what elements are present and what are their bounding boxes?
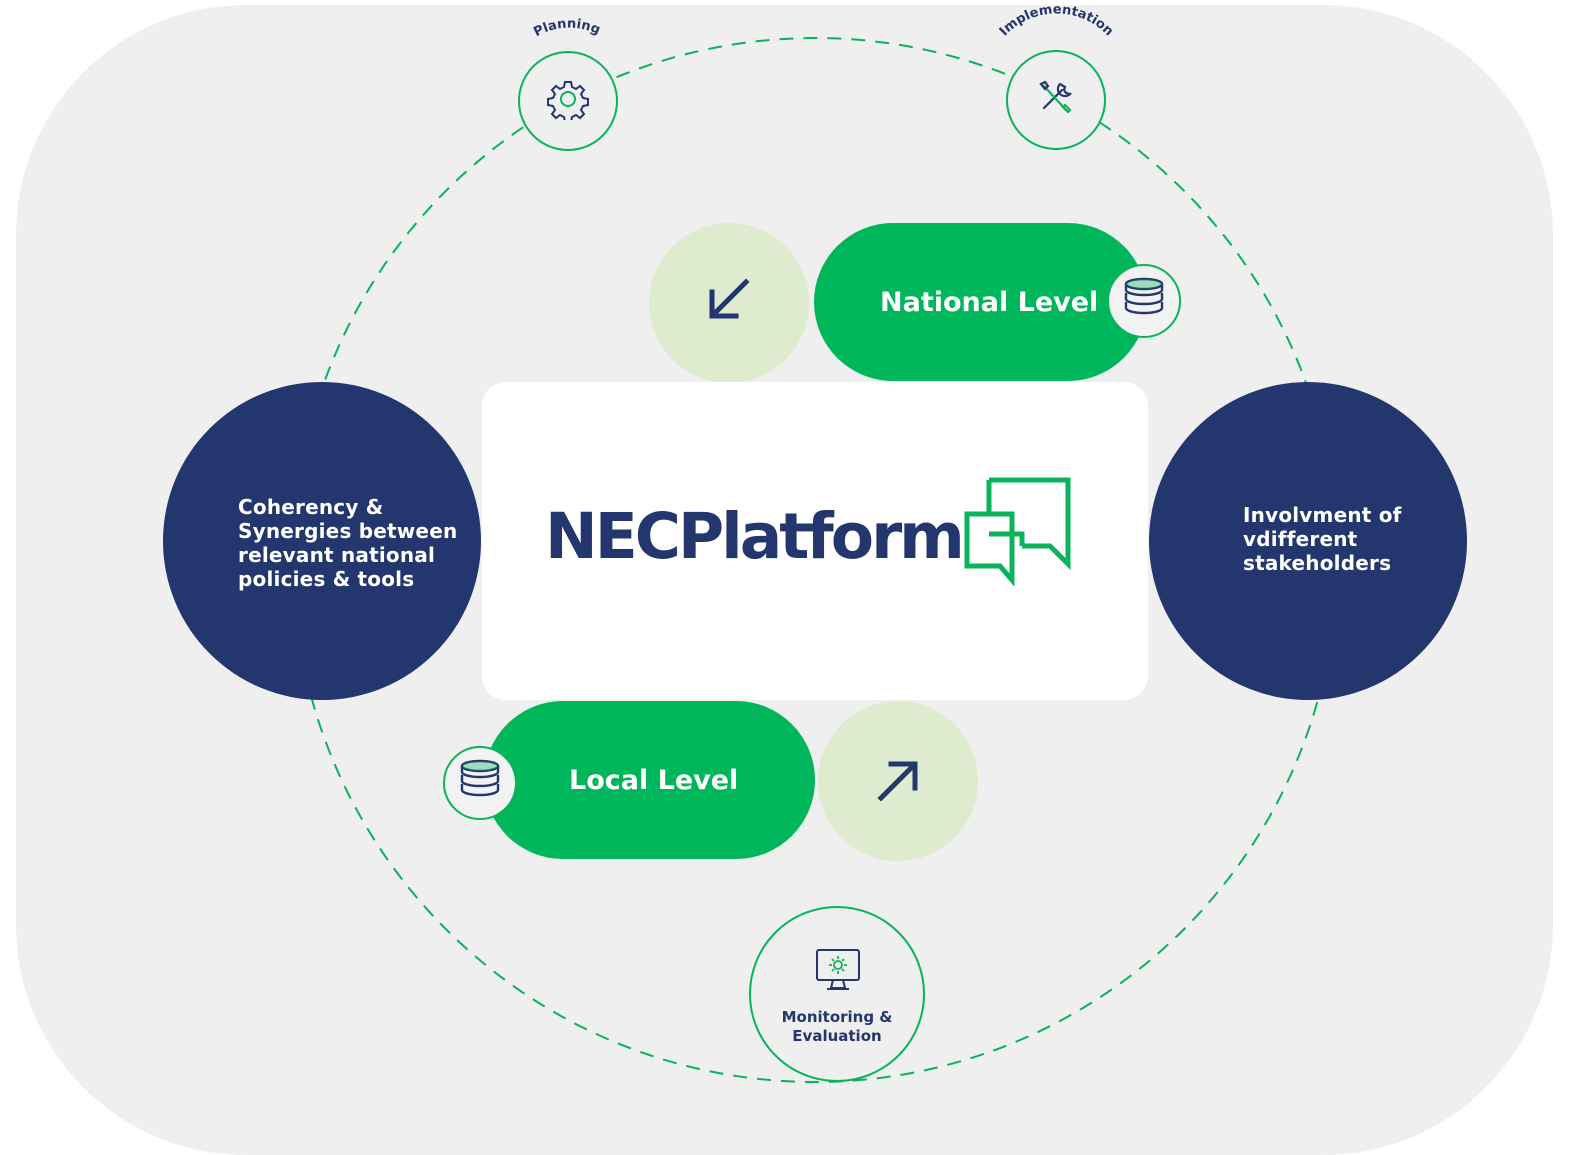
local-level-pill: Local Level <box>484 701 815 859</box>
chat-bubbles-logo-icon <box>962 476 1074 590</box>
national-database-badge <box>1107 264 1181 338</box>
platform-logo-card <box>482 382 1148 700</box>
coherency-synergies-circle: Coherency & Synergies between relevant n… <box>163 382 481 700</box>
national-arrow-circle <box>649 223 809 383</box>
implementation-label: Implementation <box>997 2 1116 39</box>
gear-icon <box>547 78 589 124</box>
monitoring-label-line-1: Monitoring & <box>781 1008 893 1026</box>
stakeholders-circle: Involvment of vdifferent stakeholders <box>1149 382 1467 700</box>
coherency-line-1: Coherency & <box>238 495 384 519</box>
local-arrow-circle <box>818 701 978 861</box>
planning-stage <box>518 51 618 151</box>
coherency-line-4: policies & tools <box>238 567 415 591</box>
database-icon <box>459 759 501 807</box>
stakeholders-text: Involvment of vdifferent stakeholders <box>1243 503 1402 575</box>
coherency-line-3: relevant national <box>238 543 436 567</box>
arrow-up-right-icon <box>873 754 923 808</box>
local-level-label: Local Level <box>569 764 739 796</box>
coherency-text: Coherency & Synergies between relevant n… <box>238 495 457 591</box>
monitor-gear-icon <box>815 948 861 998</box>
local-database-badge <box>443 746 517 820</box>
tools-icon <box>1036 78 1076 122</box>
stakeholders-line-3: stakeholders <box>1243 551 1392 575</box>
coherency-line-2: Synergies between <box>238 519 458 543</box>
diagram: Planning Implementation <box>16 2 1553 1155</box>
stakeholders-line-1: Involvment of <box>1243 503 1402 527</box>
arrow-down-left-icon <box>704 276 754 330</box>
necplatform-wordmark: NECPlatform <box>545 500 965 573</box>
database-icon <box>1123 277 1165 325</box>
stakeholders-line-2: vdifferent <box>1243 527 1358 551</box>
monitoring-label-line-2: Evaluation <box>792 1027 882 1045</box>
national-level-label: National Level <box>880 286 1099 318</box>
monitoring-evaluation-stage: Monitoring & Evaluation <box>749 906 925 1082</box>
implementation-stage <box>1006 50 1106 150</box>
national-level-pill: National Level <box>814 223 1147 381</box>
planning-label: Planning <box>531 17 602 41</box>
